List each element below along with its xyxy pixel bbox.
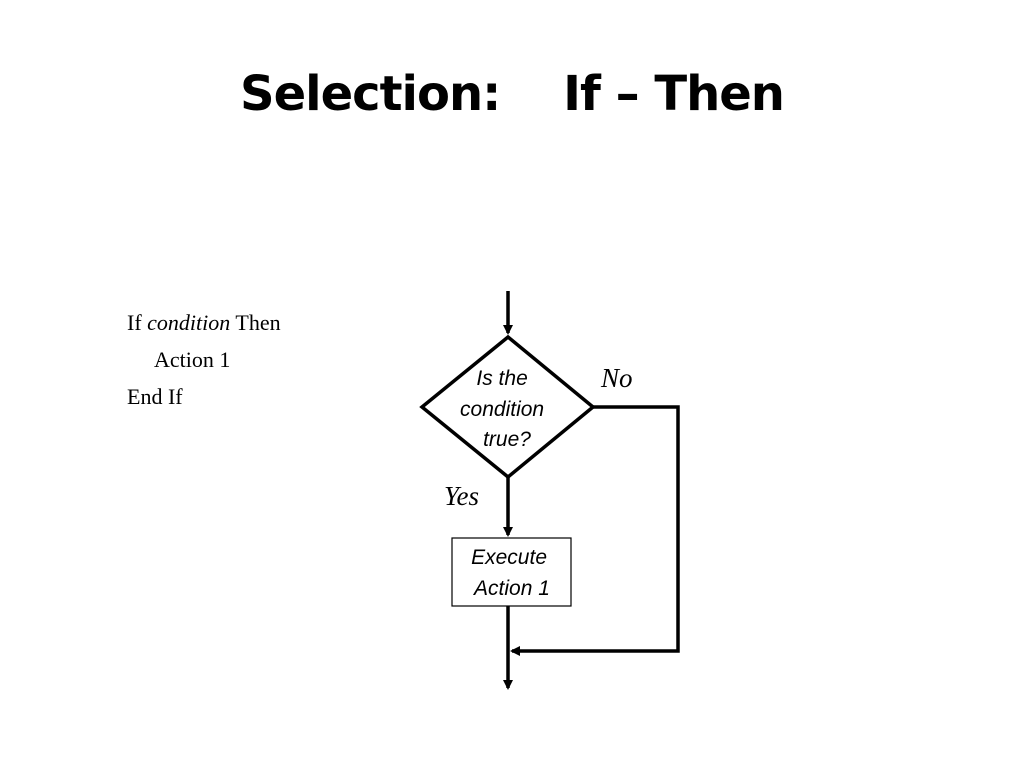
decision-line-2: condition bbox=[460, 398, 544, 421]
if-keyword: If bbox=[127, 310, 142, 335]
condition-word: condition bbox=[147, 310, 231, 335]
pseudocode-end-line: End If bbox=[127, 384, 183, 409]
no-label: No bbox=[600, 363, 633, 393]
process-line-2: Action 1 bbox=[472, 577, 550, 600]
yes-label: Yes bbox=[444, 481, 479, 511]
pseudocode-action-line: Action 1 bbox=[154, 347, 231, 372]
decision-line-3: true? bbox=[483, 428, 531, 451]
no-branch-line bbox=[510, 405, 680, 656]
slide-title: Selection: If – Then bbox=[240, 66, 785, 122]
decision-line-1: Is the bbox=[476, 367, 527, 390]
decision-label: Is the condition true? bbox=[460, 367, 550, 451]
pseudocode-block: If condition Then Action 1 End If bbox=[127, 304, 281, 415]
process-box bbox=[451, 537, 572, 607]
process-label: Execute Action 1 bbox=[471, 546, 553, 600]
then-keyword: Then bbox=[235, 310, 281, 335]
pseudocode-if-line: If condition Then bbox=[127, 304, 281, 341]
process-line-1: Execute bbox=[471, 546, 547, 569]
